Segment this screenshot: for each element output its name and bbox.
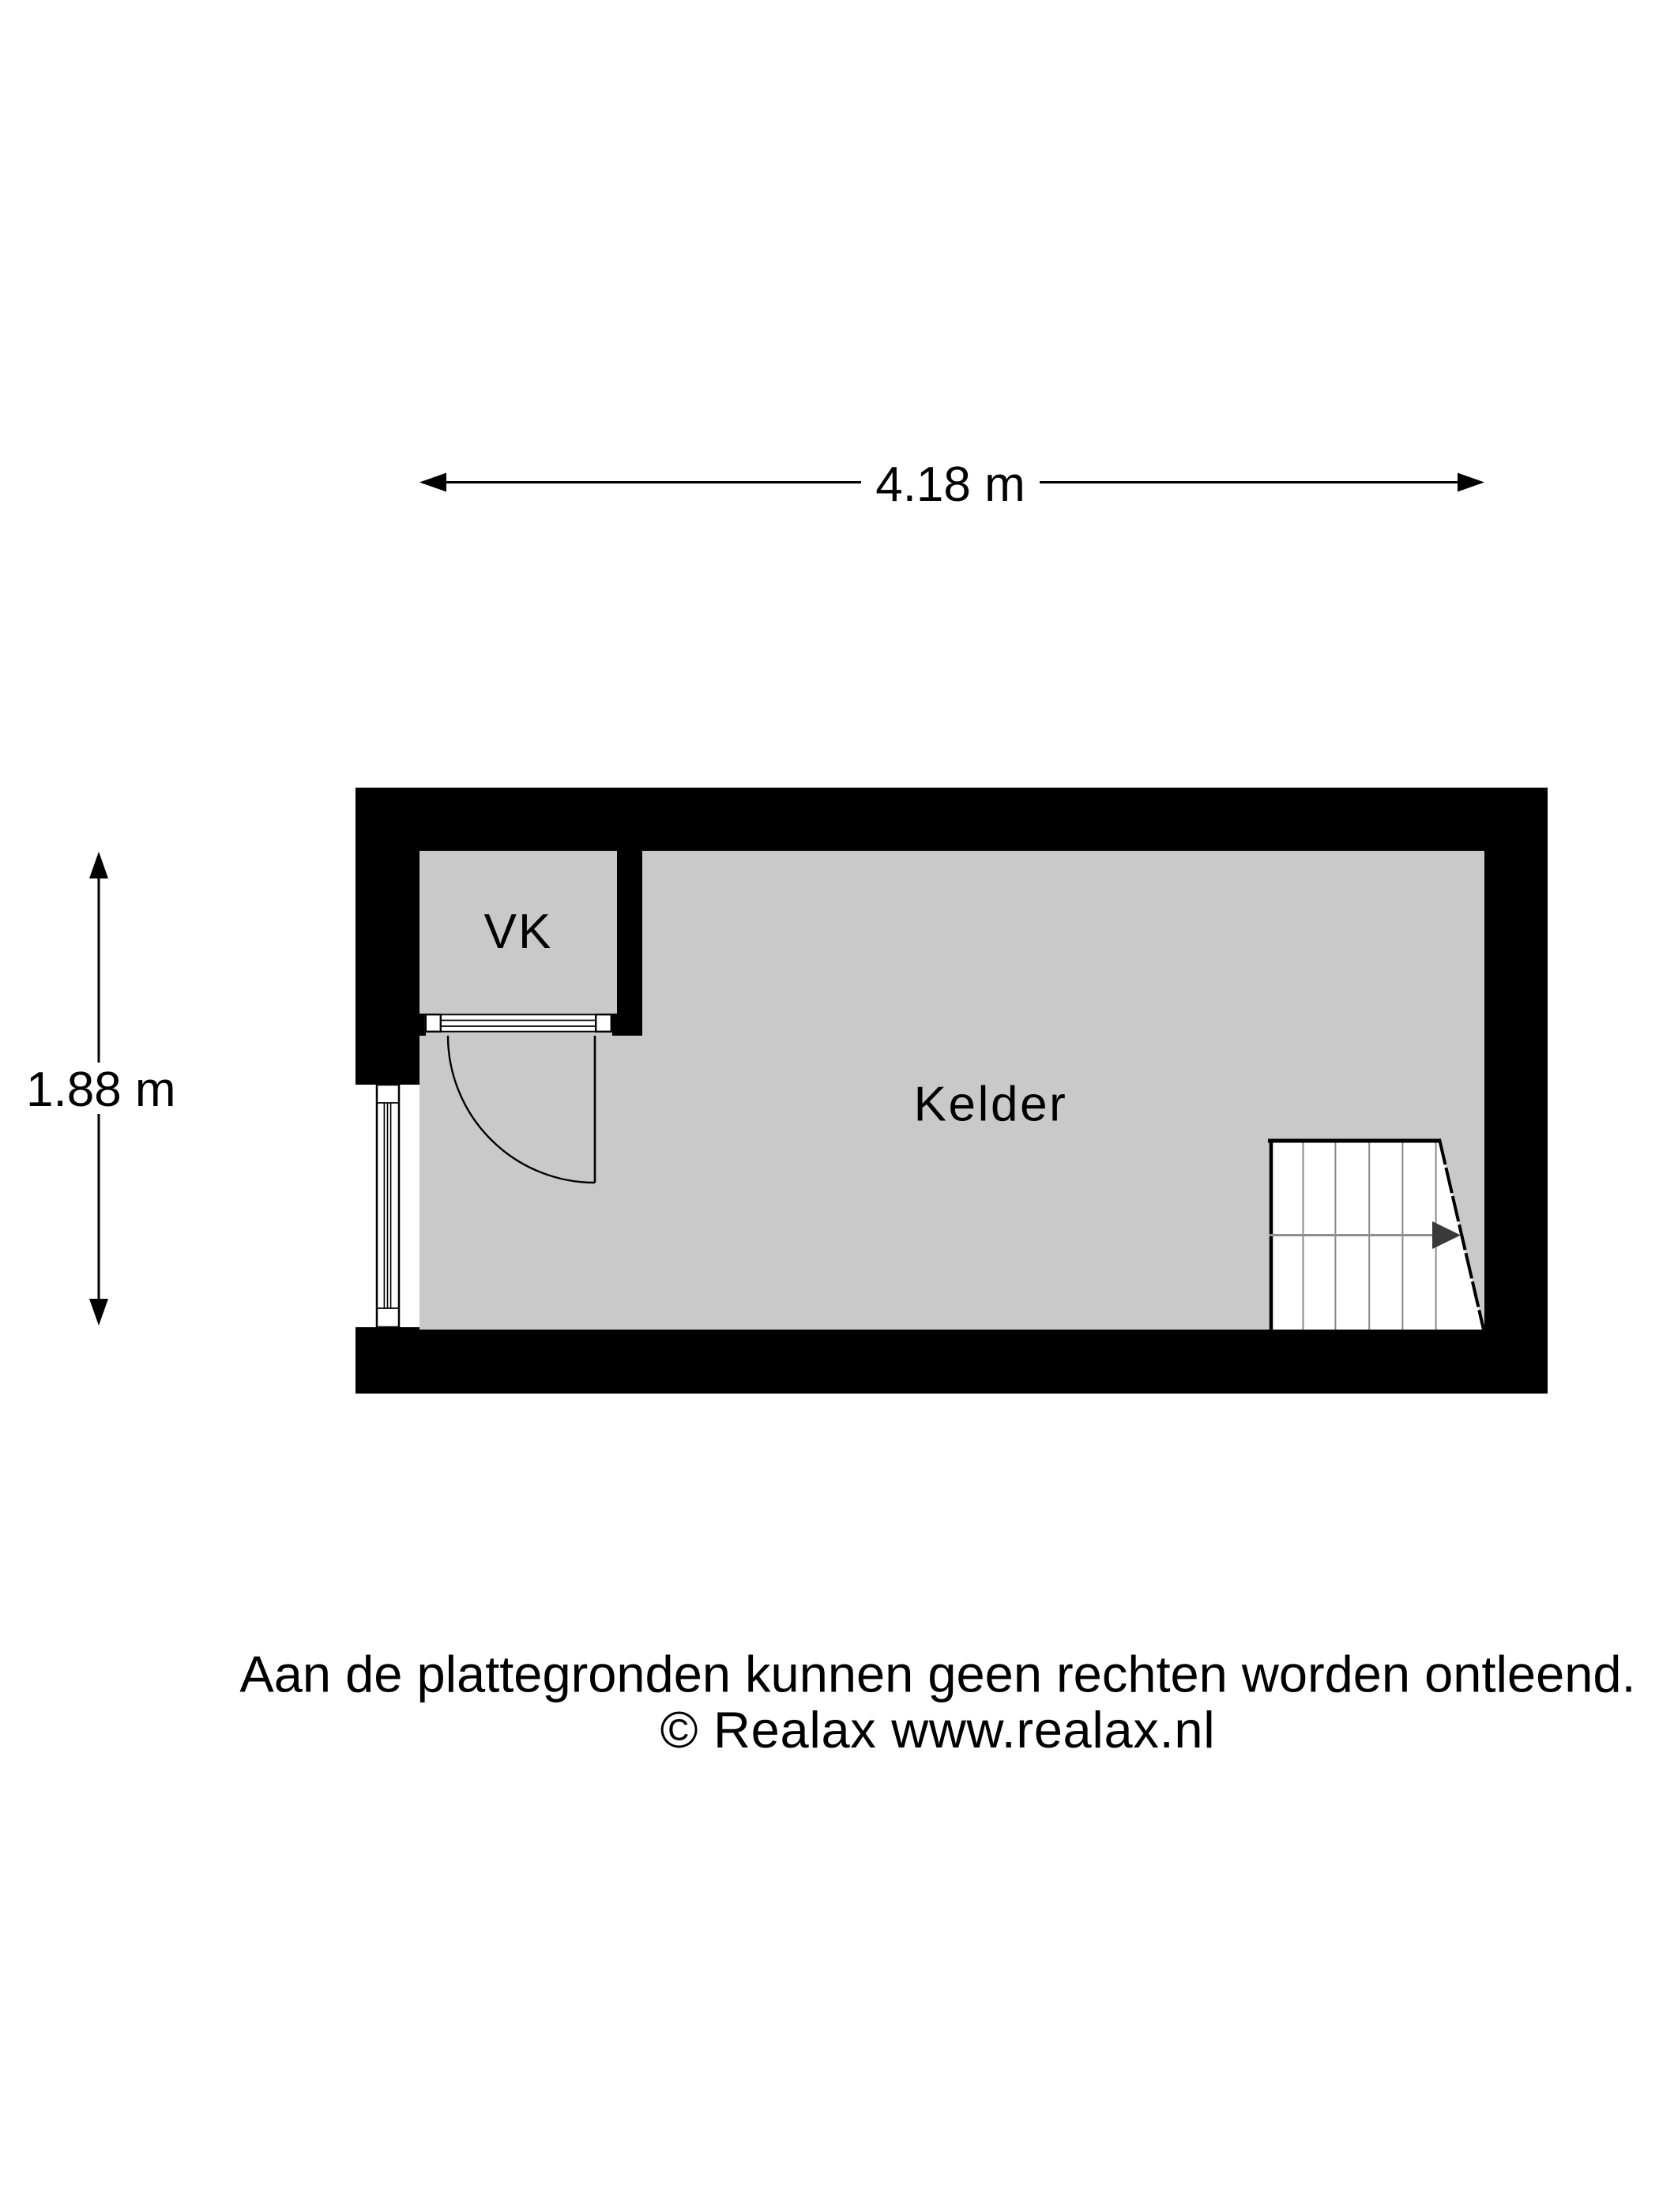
- svg-text:4.18 m: 4.18 m: [875, 457, 1025, 512]
- svg-text:VK: VK: [484, 905, 553, 959]
- svg-text:Aan de plattegronden kunnen ge: Aan de plattegronden kunnen geen rechten…: [239, 1646, 1635, 1703]
- svg-text:1.88 m: 1.88 m: [26, 1063, 176, 1117]
- svg-text:© Realax www.realax.nl: © Realax www.realax.nl: [660, 1701, 1216, 1759]
- svg-text:Kelder: Kelder: [914, 1078, 1068, 1132]
